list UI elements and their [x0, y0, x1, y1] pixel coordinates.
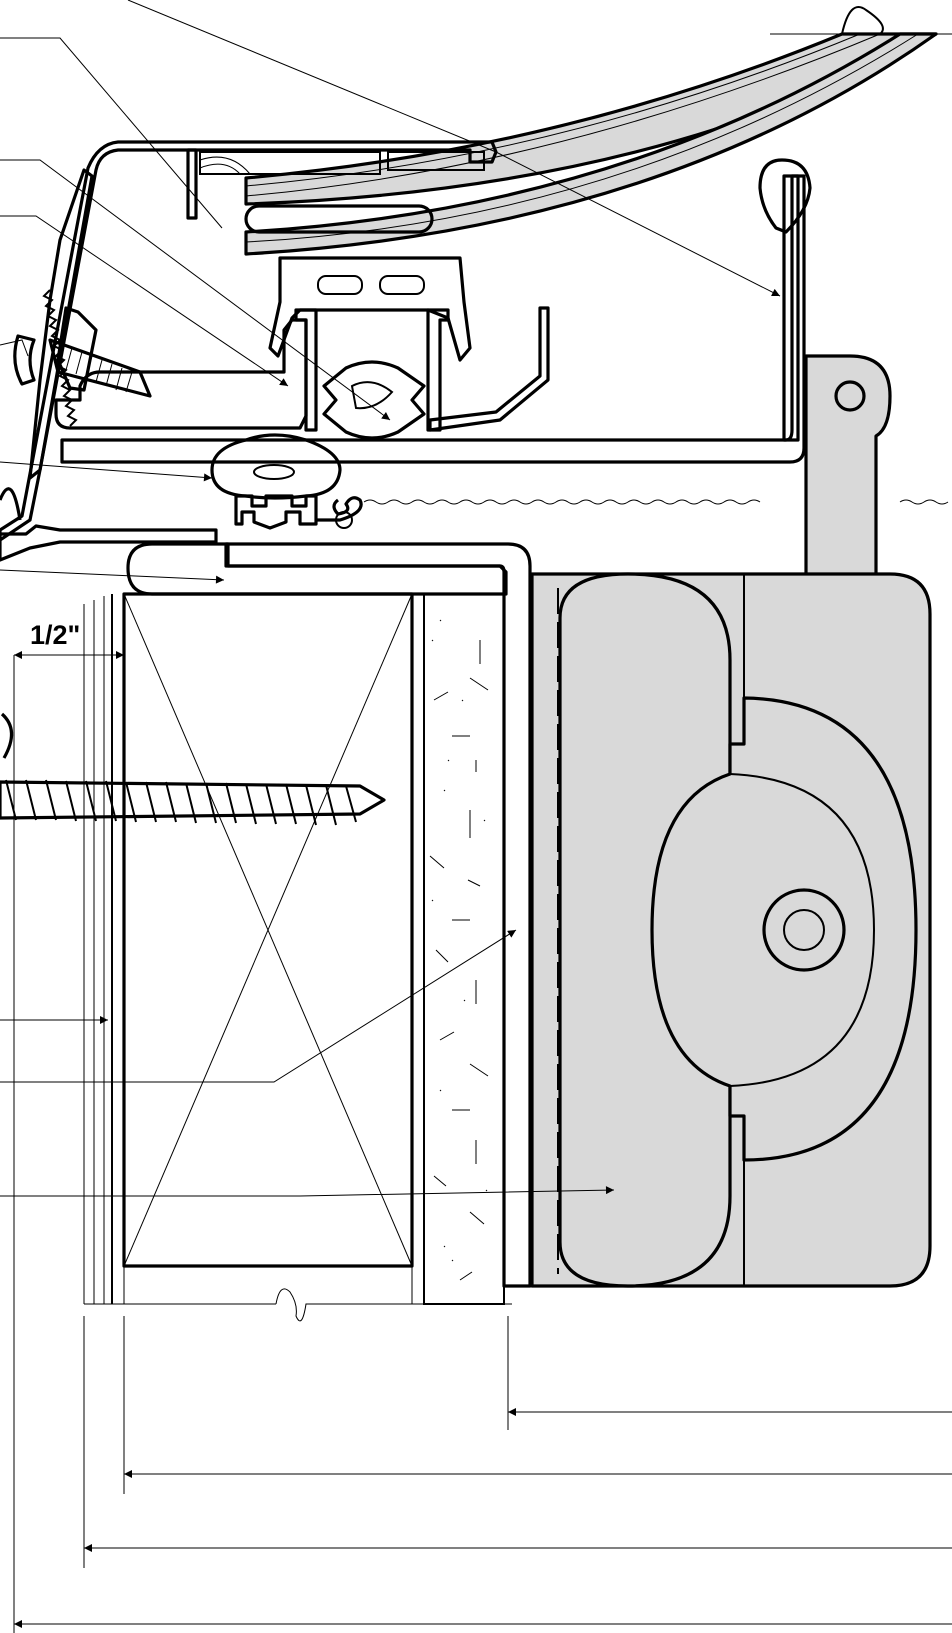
- sash-seal: [210, 433, 363, 530]
- dimension-label-half-inch: 1/2": [30, 620, 80, 650]
- serrated-jamb: [0, 168, 94, 521]
- curved-glazing: [244, 6, 952, 256]
- center-gasket: [244, 204, 472, 440]
- insulation-board: [411, 593, 505, 1305]
- top-cap-extrusion: [0, 140, 498, 542]
- wood-screw: [0, 712, 386, 826]
- hinge-bracket: [804, 354, 892, 580]
- operator-housing: [530, 572, 932, 1288]
- leader-lines: [0, 0, 781, 1197]
- dimension-lines: [13, 651, 952, 1633]
- wood-jamb: [83, 592, 512, 1322]
- water-line: [363, 499, 949, 505]
